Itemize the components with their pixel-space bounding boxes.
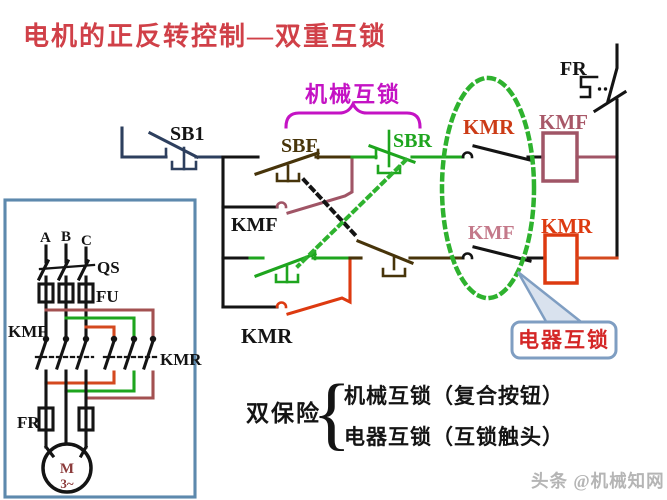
- main-circuit-box: [3, 198, 197, 499]
- qs-label: QS: [97, 258, 120, 277]
- kmf-latch-contact: KMF: [221, 155, 354, 236]
- kmf-coil-rect: [541, 131, 579, 183]
- motor-symbol: M 3~: [41, 442, 93, 494]
- motor-phase-label: 3~: [60, 476, 74, 491]
- watermark: 头条 @机械知网: [531, 471, 665, 491]
- electrical-interlock-ellipse: [439, 75, 537, 301]
- fu-label: FU: [96, 287, 119, 306]
- fr-heaters: FR: [17, 406, 95, 432]
- motor-label: M: [60, 461, 74, 477]
- callout-pointer: [516, 271, 589, 327]
- qs-switch: QS: [36, 243, 120, 287]
- note-mechanical: 机械互锁（复合按钮）: [344, 384, 564, 408]
- kmr-interlock-contact: KMR: [461, 115, 545, 162]
- sbf-nc-contact: [348, 238, 465, 278]
- electrical-interlock-label: 电器互锁: [518, 328, 610, 352]
- double-guarantee-label: 双保险: [246, 400, 321, 426]
- fr-contact: FR: [560, 43, 628, 114]
- fr-heater-rect: [77, 406, 95, 432]
- callout-box: [510, 320, 618, 360]
- sbf-mechanical-link: [301, 177, 361, 241]
- annotations-layer: 机械互锁 电器互锁 双保险 { 机械互锁（复合按钮） 电器互锁（互锁触头） 头条…: [246, 82, 665, 491]
- kmf-interlock-label: KMF: [468, 222, 515, 244]
- fu-fuses: FU: [37, 282, 119, 341]
- electrical-interlock-callout: 电器互锁: [510, 271, 618, 360]
- phase-b-label: B: [61, 229, 71, 245]
- main-circuit: A B C QS FU: [3, 198, 202, 499]
- sbf-start-button: SBF: [221, 135, 354, 183]
- kmr-latch-contact: KMR: [221, 256, 352, 348]
- fr-heater-rect: [37, 406, 55, 432]
- fr-control-label: FR: [560, 58, 587, 80]
- kmf-latch-label: KMF: [231, 214, 278, 236]
- sbr-mechanical-link: [295, 157, 409, 269]
- sbf-label: SBF: [281, 135, 318, 157]
- kmf-coil-label: KMF: [539, 110, 588, 134]
- note-electrical: 电器互锁（互锁触头）: [344, 425, 564, 449]
- mechanical-interlock-brace: [284, 100, 422, 129]
- sbr-label: SBR: [393, 130, 432, 152]
- page-title: 电机的正反转控制—双重互锁: [23, 21, 387, 51]
- kmr-interlock-label: KMR: [463, 115, 515, 139]
- note-brace: {: [312, 367, 351, 458]
- phase-a-label: A: [40, 230, 51, 246]
- sb1-stop-button: SB1: [120, 123, 225, 171]
- double-guarantee-note: 双保险 { 机械互锁（复合按钮） 电器互锁（互锁触头）: [246, 367, 564, 458]
- sb1-label: SB1: [170, 123, 204, 145]
- kmr-coil-rect: [543, 233, 579, 285]
- kmr-latch-label: KMR: [241, 324, 293, 348]
- sbr-no-button: [221, 249, 352, 284]
- motor-circle: [41, 442, 93, 494]
- phase-crossover-upper: [44, 308, 155, 338]
- kmf-interlock-contact: KMF: [461, 222, 547, 263]
- kmr-main-label: KMR: [160, 350, 202, 369]
- kmf-main-label: KMF: [8, 322, 48, 341]
- phase-crossover-lower: [44, 370, 155, 400]
- kmr-coil: KMR: [541, 214, 619, 285]
- fr-main-label: FR: [17, 413, 40, 432]
- kmr-coil-label: KMR: [541, 214, 593, 238]
- control-circuit: SB1 SBF KMF SBR: [120, 43, 628, 348]
- kmf-coil: KMF: [539, 110, 619, 183]
- kmr-main-contacts: KMR: [102, 335, 202, 370]
- fr-dot: [597, 87, 602, 91]
- phase-c-label: C: [81, 233, 92, 249]
- kmf-main-contacts: KMF: [8, 322, 95, 370]
- fr-dot: [603, 87, 608, 91]
